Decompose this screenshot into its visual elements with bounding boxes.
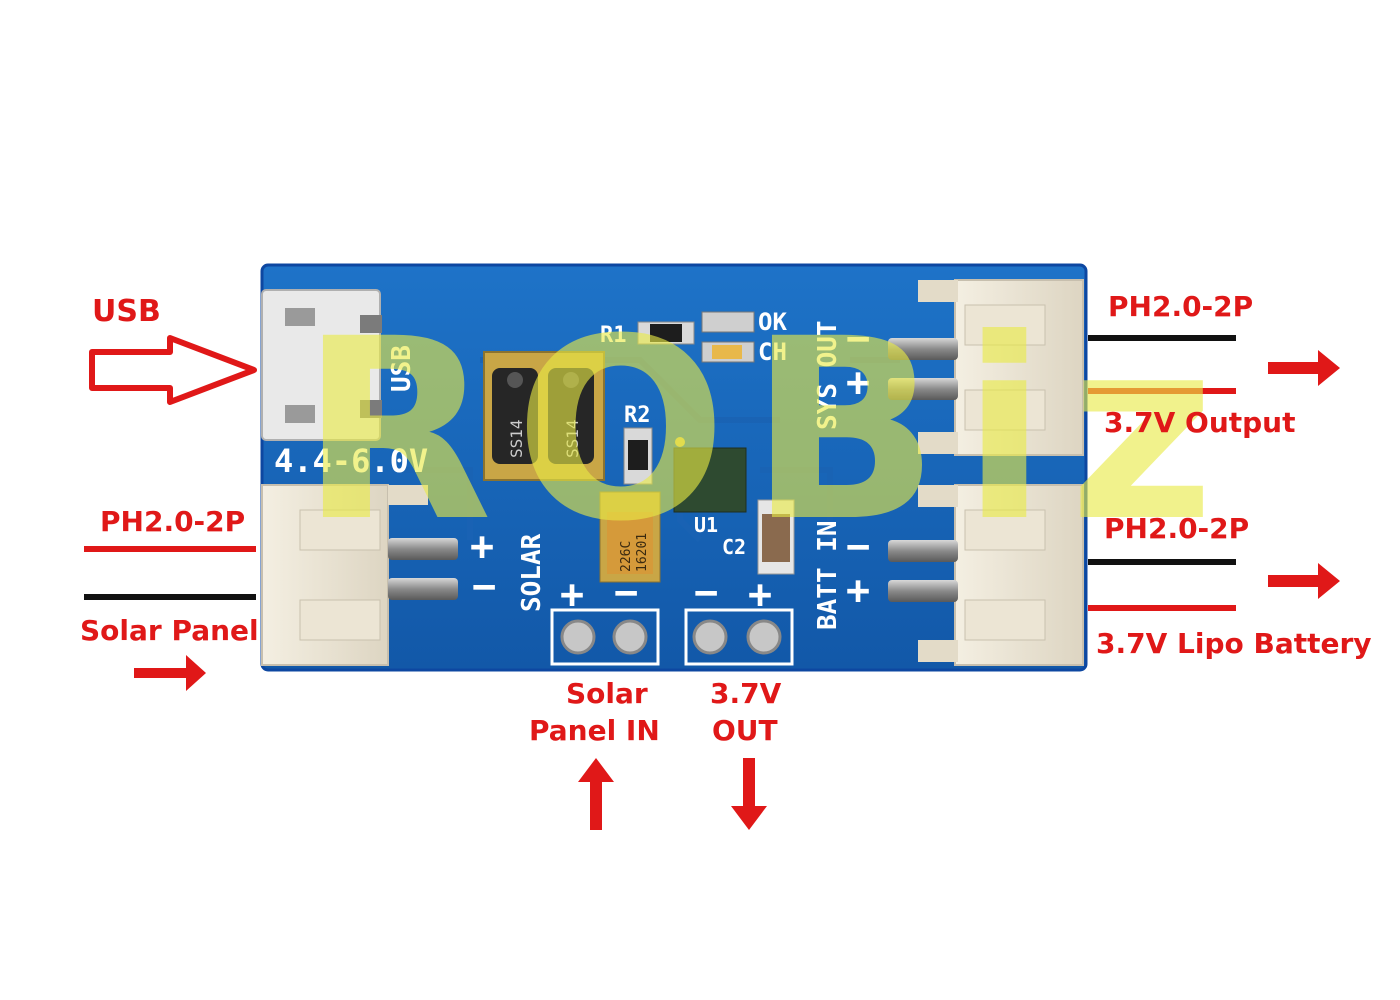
direction-arrows (134, 350, 1340, 830)
silk-cap-marking: 226C (619, 541, 634, 572)
silk-voltage: 4.4-6.0V (274, 442, 428, 480)
silk-minus-pad-solar: − (614, 570, 638, 616)
sys-out-jst-connector (888, 279, 1084, 456)
silk-r2: R2 (624, 403, 651, 428)
silk-usb: USB (387, 345, 417, 392)
label-solar-panel: Solar Panel (80, 614, 259, 647)
resistor-r1 (637, 321, 695, 345)
battery-arrow-icon (1268, 563, 1340, 599)
silk-ok: OK (758, 308, 787, 336)
silk-cap-marking-2: 16201 (635, 533, 650, 572)
label-lipo-battery: 3.7V Lipo Battery (1096, 627, 1372, 660)
label-out-2: OUT (712, 714, 778, 747)
silk-plus-pad-out: + (748, 572, 772, 618)
silk-u1: U1 (694, 513, 718, 537)
silk-c2: C2 (722, 535, 746, 559)
label-out-1: 3.7V (710, 677, 782, 710)
silk-minus-solar: − (472, 564, 496, 610)
tantalum-capacitor (599, 491, 661, 583)
header-pads (550, 608, 794, 666)
silk-plus-sys: + (846, 360, 870, 406)
silk-diode-1: SS14 (507, 419, 526, 458)
silk-minus-pad-out: − (694, 570, 718, 616)
resistor-r2 (623, 427, 653, 485)
wires (84, 335, 1236, 611)
label-solar-in-1: Solar (566, 677, 648, 710)
silk-plus-solar: + (470, 524, 494, 570)
silk-sys-out: SYS OUT (813, 320, 843, 430)
label-ph-top-right: PH2.0-2P (1108, 290, 1254, 323)
silk-minus-batt: − (846, 524, 870, 570)
status-leds (701, 311, 755, 363)
silk-solar: SOLAR (517, 533, 547, 612)
usb-arrow-icon (89, 335, 257, 405)
output-arrow-icon (1268, 350, 1340, 386)
silk-minus-sys: − (846, 316, 870, 362)
silk-r1: R1 (600, 323, 627, 348)
silk-plus-pad-solar: + (560, 572, 584, 618)
label-usb: USB (92, 294, 161, 329)
usb-connector (261, 289, 382, 441)
capacitor-c2 (757, 499, 795, 575)
solar-in-arrow-icon (578, 758, 614, 830)
batt-in-jst-connector (888, 484, 1084, 666)
label-ph-bottom-right: PH2.0-2P (1104, 512, 1250, 545)
silk-diode-2: SS14 (563, 419, 582, 458)
schottky-diodes (483, 351, 605, 481)
solar-jst-connector (261, 484, 458, 666)
out-arrow-icon (731, 758, 767, 830)
label-solar-in-2: Panel IN (529, 714, 660, 747)
solar-panel-arrow-icon (134, 655, 206, 691)
silk-plus-batt: + (846, 568, 870, 614)
ic-u1 (673, 437, 747, 513)
silk-batt-in: BATT IN (813, 520, 843, 630)
label-ph-left: PH2.0-2P (100, 505, 246, 538)
silk-ch: CH (758, 338, 787, 366)
label-37v-output: 3.7V Output (1104, 406, 1296, 439)
